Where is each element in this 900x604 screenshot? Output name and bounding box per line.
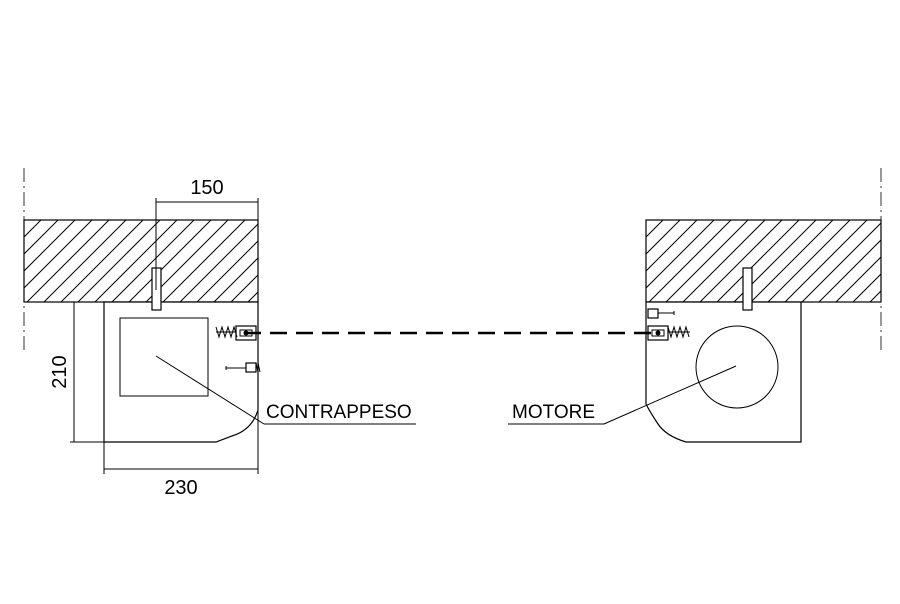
left-cable-end <box>225 362 261 373</box>
dimension-top: 150 <box>155 177 259 290</box>
dimension-height: 210 <box>49 301 104 443</box>
right-wall <box>645 219 882 303</box>
dimension-top-value: 150 <box>190 177 223 199</box>
counterweight-leader: CONTRAPPESO <box>155 355 416 425</box>
counterweight-unit <box>103 267 261 443</box>
dimension-bottom-value: 230 <box>164 477 197 499</box>
counterweight-block <box>119 317 209 397</box>
right-cable-anchor <box>655 330 661 336</box>
right-bracket <box>742 267 753 311</box>
motor-label: MOTORE <box>512 402 595 423</box>
counterweight-label: CONTRAPPESO <box>266 402 412 423</box>
dimension-bottom: 230 <box>103 410 259 499</box>
dimension-height-value: 210 <box>49 355 71 388</box>
motor-leader: MOTORE <box>508 365 737 425</box>
motor-circle <box>695 325 779 409</box>
motor-unit <box>645 267 802 443</box>
left-cable-anchor <box>243 330 249 336</box>
right-top-clip <box>647 308 675 319</box>
left-wall <box>23 219 259 303</box>
